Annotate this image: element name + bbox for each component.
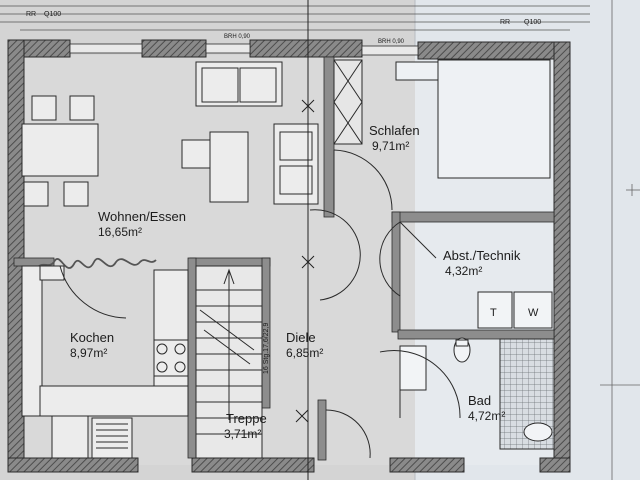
scribble-mark bbox=[33, 258, 157, 273]
door-swings bbox=[59, 149, 461, 459]
right-margin-marks bbox=[600, 0, 640, 480]
room-name-abst: Abst./Technik bbox=[443, 248, 521, 263]
room-name-schlafen: Schlafen bbox=[369, 123, 420, 138]
room-area-schlafen: 9,71m² bbox=[372, 139, 409, 153]
staircase bbox=[195, 265, 263, 459]
bed bbox=[395, 59, 551, 179]
room-name-treppe: Treppe bbox=[226, 411, 267, 426]
sofa bbox=[195, 61, 283, 107]
outer-walls bbox=[7, 39, 571, 473]
stove-icon bbox=[153, 339, 189, 377]
rr-right-label: RR bbox=[500, 19, 510, 26]
brh-right-label: BRH 0,90 bbox=[378, 39, 405, 45]
section-line bbox=[295, 0, 315, 480]
washer-label: W bbox=[528, 307, 539, 319]
room-name-bad: Bad bbox=[468, 393, 491, 408]
shaft-cross bbox=[333, 59, 363, 145]
room-area-bad: 4,72m² bbox=[468, 409, 505, 423]
top-windows bbox=[69, 43, 419, 56]
fridge-cabinets bbox=[51, 415, 133, 459]
brh-left-label: BRH 0,90 bbox=[224, 34, 251, 40]
stair-spec-label: 16 Stg.17,6/22,9 bbox=[263, 323, 270, 374]
room-area-wohnen: 16,65m² bbox=[98, 225, 142, 239]
kitchen-counter bbox=[21, 265, 189, 417]
dining-table bbox=[21, 95, 99, 207]
room-name-kochen: Kochen bbox=[70, 330, 114, 345]
room-area-treppe: 3,71m² bbox=[224, 427, 261, 441]
top-terrain bbox=[0, 5, 590, 31]
rr-right-dimension: Q100 bbox=[524, 19, 541, 26]
room-area-diele: 6,85m² bbox=[286, 346, 323, 360]
room-area-kochen: 8,97m² bbox=[70, 346, 107, 360]
rr-left-dimension: Q100 bbox=[44, 11, 61, 18]
armchair bbox=[273, 123, 319, 205]
washer-dryer bbox=[477, 291, 553, 329]
room-name-wohnen: Wohnen/Essen bbox=[98, 209, 186, 224]
room-area-abst: 4,32m² bbox=[445, 264, 482, 278]
dryer-label: T bbox=[490, 307, 497, 319]
coffee-table bbox=[181, 131, 249, 203]
room-name-diele: Diele bbox=[286, 330, 316, 345]
rr-left-label: RR bbox=[26, 11, 36, 18]
interior-walls bbox=[13, 56, 555, 461]
